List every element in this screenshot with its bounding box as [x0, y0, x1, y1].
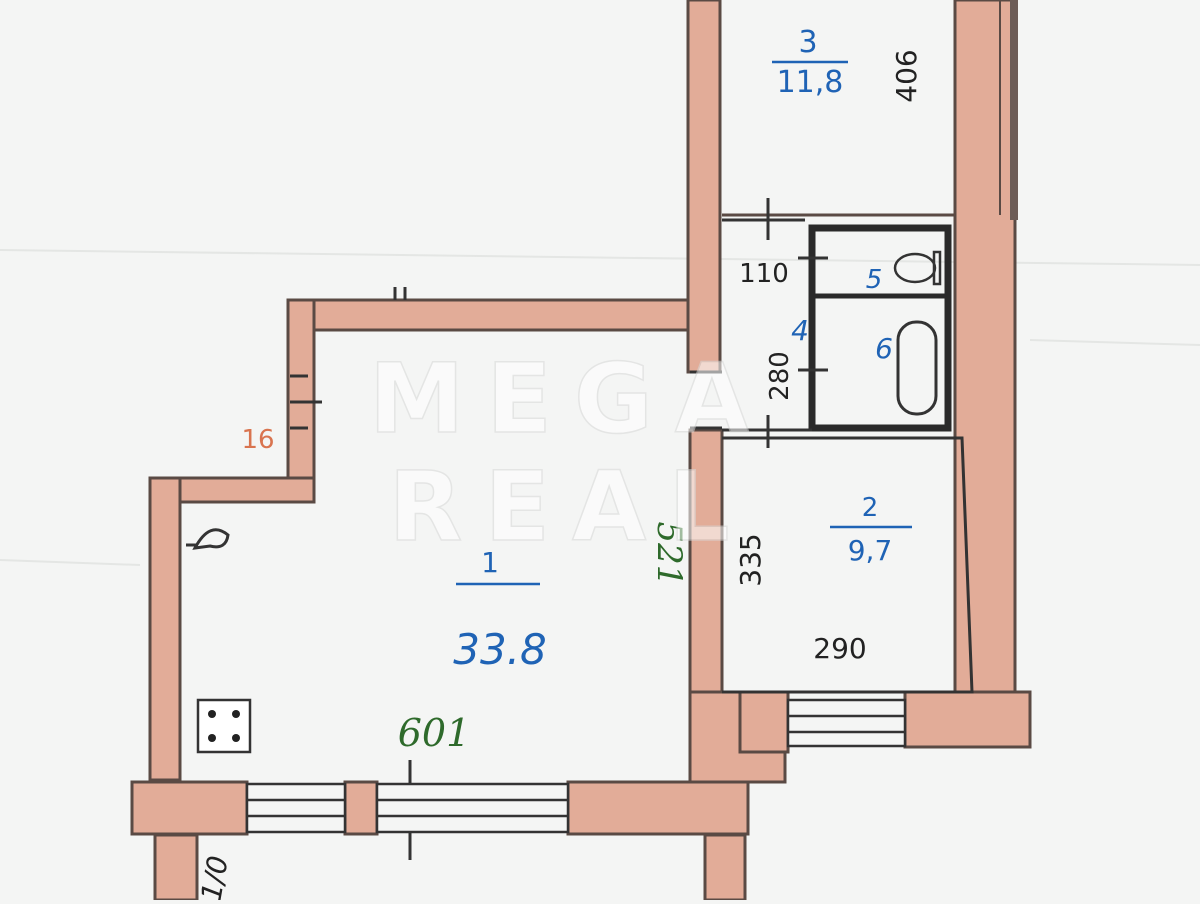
- watermark-line1: MEGA: [369, 343, 771, 455]
- wall-partition-upper: [686, 0, 722, 374]
- wall-stub-left: [153, 833, 199, 902]
- sink-icon: [186, 528, 230, 550]
- wall-south-room2: [903, 690, 1032, 749]
- room2-outline: [722, 436, 974, 694]
- toilet-icon: [893, 250, 942, 286]
- room2-number: 2: [862, 493, 879, 523]
- corner-note: 16: [241, 425, 274, 455]
- room3-number: 3: [798, 25, 817, 60]
- room2-width-dimension: 290: [813, 632, 866, 665]
- hall-length-dimension: 280: [765, 351, 795, 401]
- bathtub-icon: [896, 320, 938, 416]
- room5-number: 5: [866, 265, 883, 295]
- room3-area: 11,8: [777, 65, 844, 100]
- room1-width-dimension: 601: [398, 711, 471, 755]
- room1-side-dimension: 521: [649, 522, 689, 587]
- room6-number: 6: [875, 332, 893, 365]
- watermark: MEGA REAL: [368, 342, 771, 564]
- hall-width-dimension: 110: [739, 259, 789, 289]
- room1-area: 33.8: [453, 625, 547, 674]
- stove-icon: [196, 698, 252, 754]
- edge-note: 1/0: [194, 853, 234, 900]
- walls: [130, 0, 1032, 902]
- room2-area: 9,7: [848, 534, 893, 567]
- wall-west-step: [286, 298, 316, 482]
- room2-side-dimension: 335: [734, 533, 767, 586]
- room4-number: 4: [791, 314, 809, 347]
- room1-number: 1: [481, 546, 499, 579]
- wall-junction-step: [738, 690, 790, 754]
- wall-east: [953, 0, 1017, 747]
- wall-north-room1: [286, 298, 690, 332]
- bathroom-block: [808, 224, 952, 432]
- wall-south-mullion: [343, 780, 379, 836]
- wall-partition-lower: [688, 428, 724, 694]
- windows: [245, 698, 907, 834]
- watermark-line2: REAL: [389, 451, 752, 563]
- wall-south-right: [566, 780, 750, 836]
- wall-south-left: [130, 780, 249, 836]
- wall-stub-right: [703, 833, 747, 902]
- room3-side-dimension: 406: [890, 49, 923, 102]
- wall-west-room1: [148, 476, 182, 782]
